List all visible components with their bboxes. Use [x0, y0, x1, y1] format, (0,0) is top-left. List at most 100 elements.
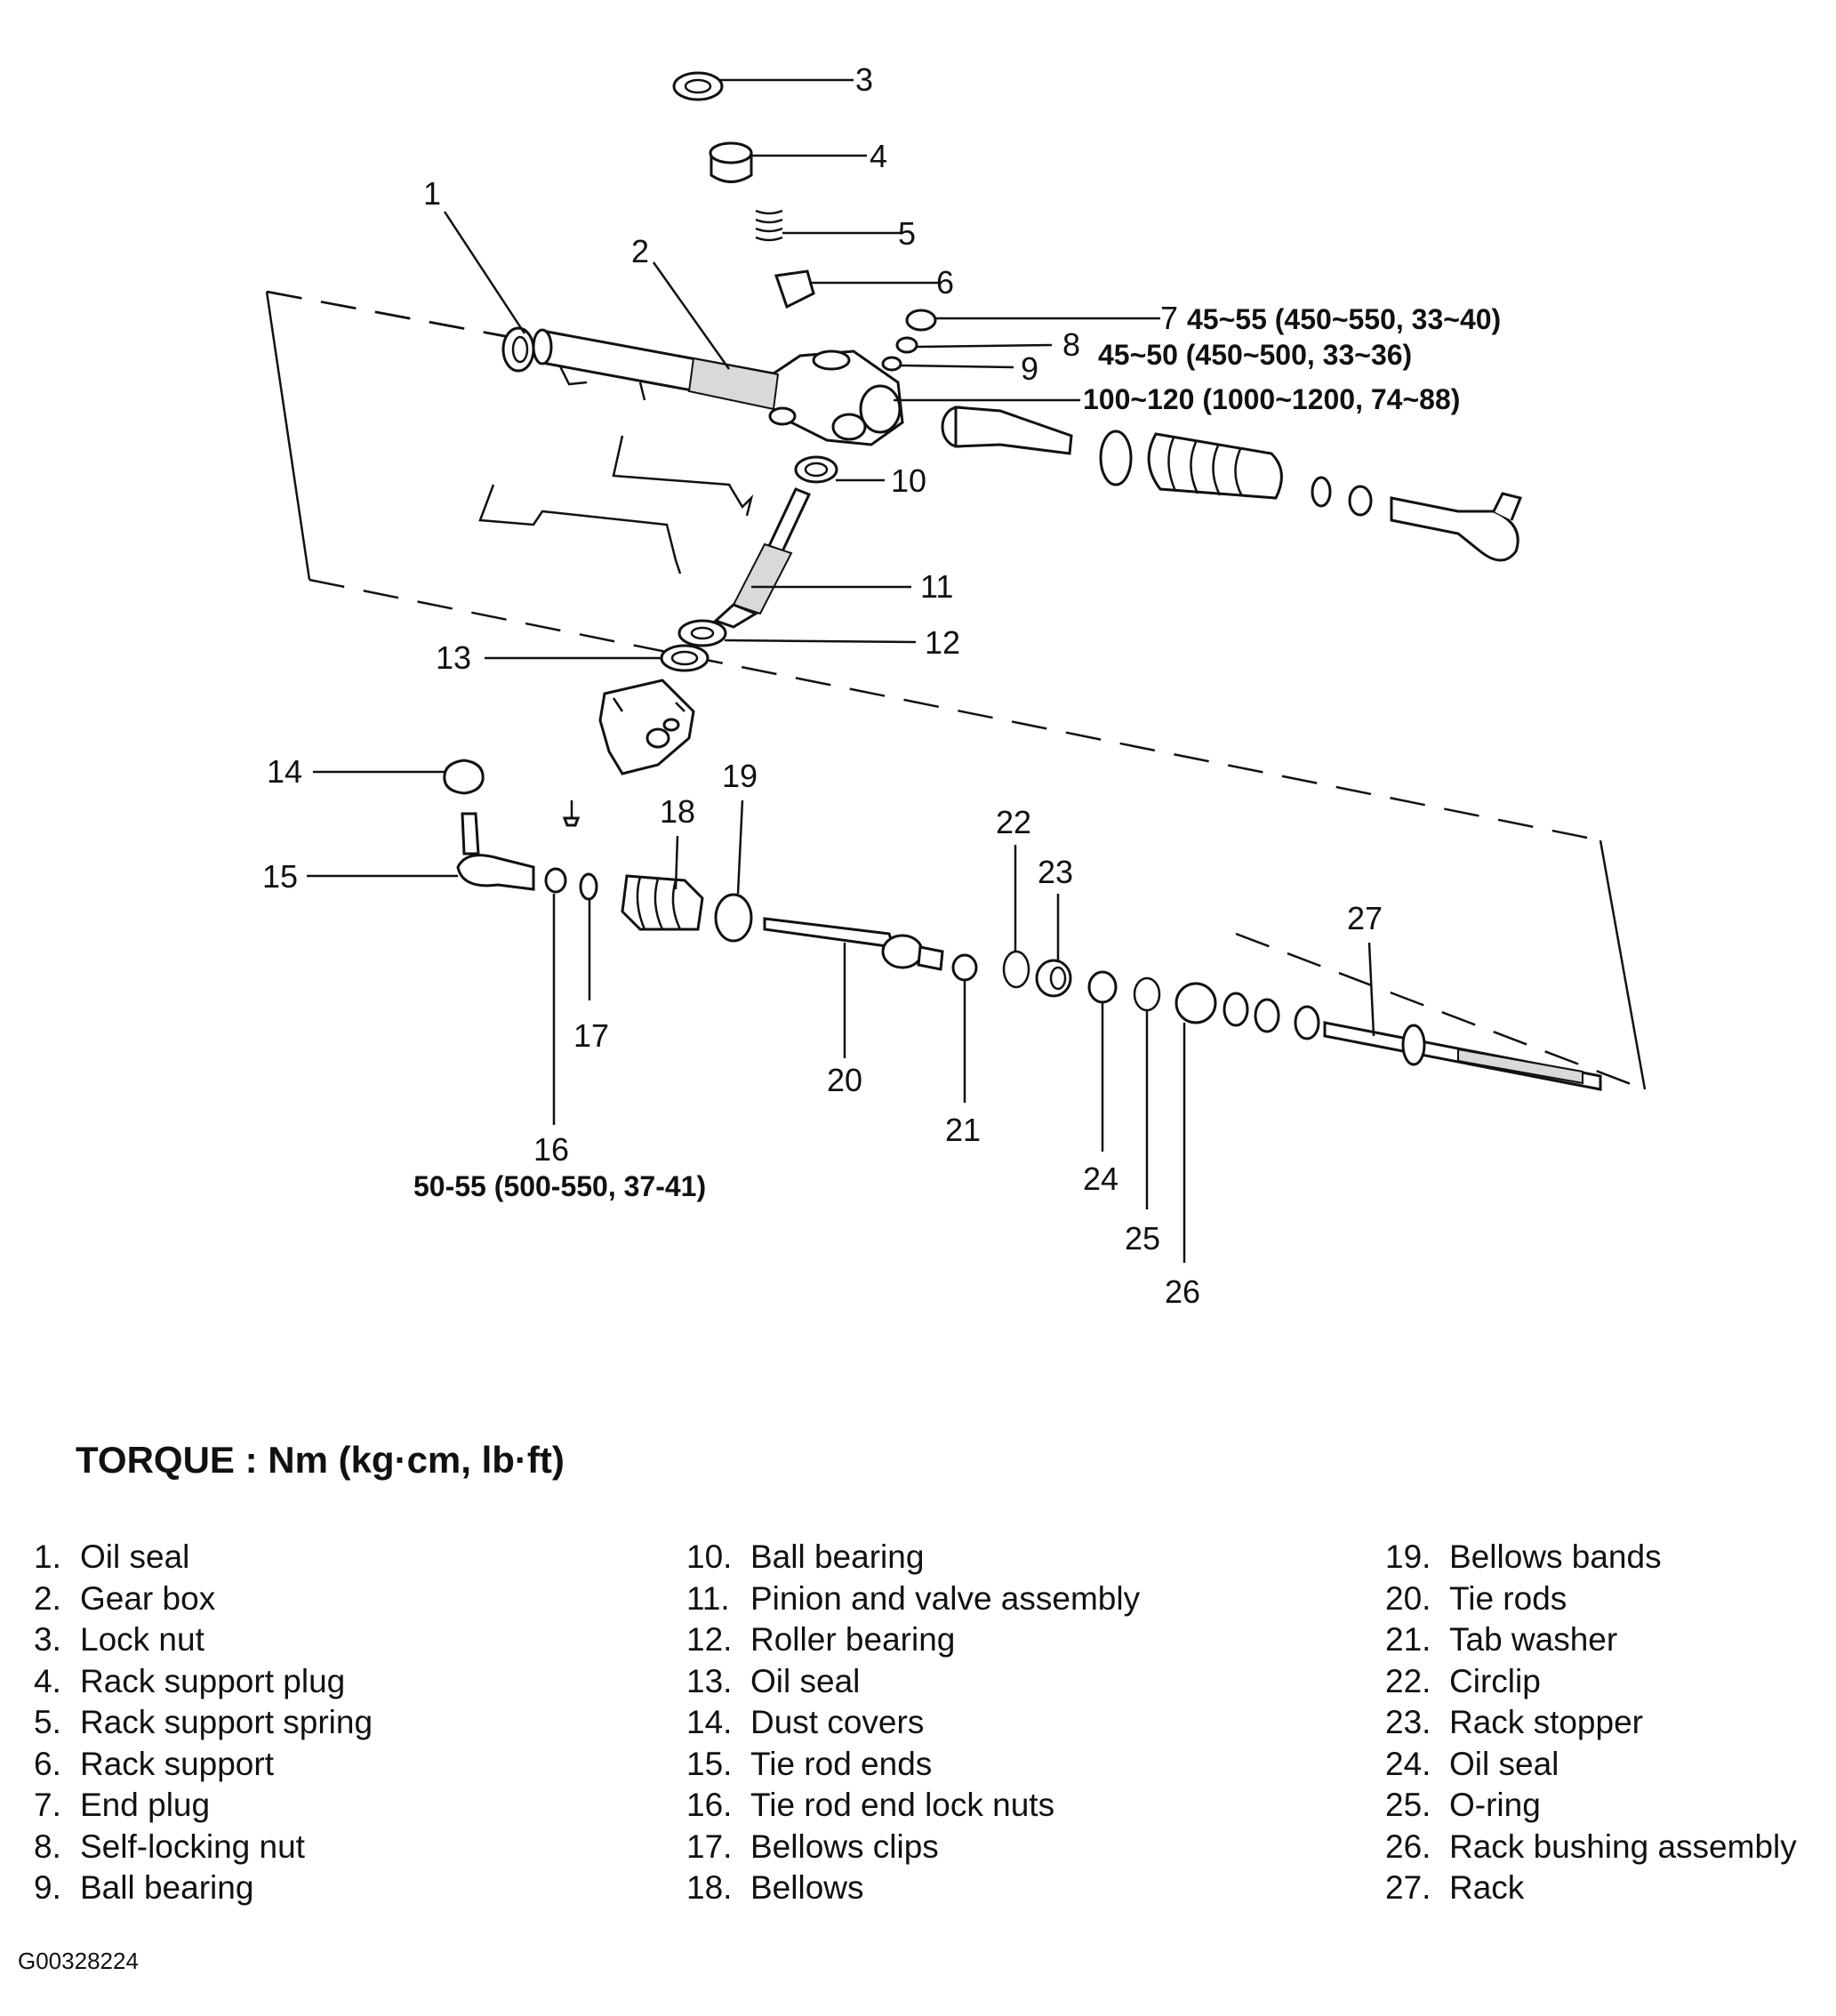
legend-item: 24.Oil seal [1385, 1745, 1559, 1782]
callout-9: 9 [1021, 350, 1038, 387]
parts-legend-column-3: 19.Bellows bands 20.Tie rods 21.Tab wash… [1385, 1537, 1797, 1909]
callout-6: 6 [936, 264, 954, 301]
callout-2: 2 [631, 233, 649, 269]
part-gear-box [532, 328, 904, 446]
part-valve-housing [598, 679, 695, 775]
part-dust-cover [443, 759, 485, 795]
part-ball-bearing-9 [881, 356, 902, 372]
assembly-outline-lower-right [1235, 932, 1646, 1091]
part-end-plug [905, 309, 937, 332]
part-self-locking-nut [895, 336, 918, 354]
leader-lines [307, 78, 1375, 1263]
legend-item: 26.Rack bushing assembly [1385, 1827, 1797, 1865]
part-tab-washer [951, 953, 978, 982]
callout-21: 21 [945, 1112, 981, 1148]
callout-22: 22 [996, 804, 1031, 840]
legend-item: 1.Oil seal [34, 1538, 190, 1575]
part-rack-support-spring [755, 209, 783, 242]
callout-5: 5 [898, 215, 916, 252]
legend-item: 18.Bellows [686, 1869, 864, 1906]
part-lock-nut-right [1348, 485, 1373, 517]
part-pinion-valve-assembly [713, 487, 812, 629]
legend-item: 3.Lock nut [34, 1621, 204, 1658]
callout-11: 11 [920, 568, 953, 605]
torque-heading: TORQUE : Nm (kg·cm, lb·ft) [76, 1439, 565, 1481]
callout-25: 25 [1125, 1220, 1160, 1257]
callout-4: 4 [870, 138, 887, 174]
torque-spec-tie-rod-end-lock-nut: 50-55 (500-550, 37-41) [413, 1170, 706, 1202]
legend-item: 14.Dust covers [686, 1704, 925, 1740]
legend-item: 20.Tie rods [1385, 1579, 1567, 1617]
legend-item: 21.Tab washer [1385, 1621, 1618, 1658]
assembly-outline-right [1599, 839, 1647, 1090]
callout-14: 14 [267, 753, 302, 790]
legend-item: 4.Rack support plug [34, 1662, 346, 1699]
part-oil-seal-24 [1087, 970, 1118, 1004]
callout-23: 23 [1038, 854, 1073, 890]
legend-item: 9.Ball bearing [34, 1869, 254, 1906]
parts-legend-column-2: 10.Ball bearing 11.Pinion and valve asse… [686, 1537, 1140, 1909]
torque-spec-gear-box-fitting: 100~120 (1000~1200, 74~88) [1083, 383, 1460, 415]
callout-15: 15 [262, 858, 298, 895]
legend-item: 22.Circlip [1385, 1662, 1541, 1699]
legend-item: 6.Rack support [34, 1745, 274, 1782]
legend-item: 17.Bellows clips [686, 1827, 939, 1865]
legend-item: 5.Rack support spring [34, 1704, 373, 1740]
callout-16: 16 [533, 1131, 569, 1168]
part-feed-line-lower [478, 484, 682, 574]
legend-item: 16.Tie rod end lock nuts [686, 1787, 1055, 1823]
part-lock-nut [672, 71, 724, 101]
callout-18: 18 [660, 793, 695, 830]
part-tie-rod-right [941, 406, 1073, 455]
part-oil-seal-1 [501, 326, 535, 373]
parts-legend-column-1: 1.Oil seal 2.Gear box 3.Lock nut 4.Rack … [34, 1537, 373, 1909]
part-bellows-clip-left [579, 872, 598, 901]
part-rack-bushing-assembly [1175, 982, 1320, 1040]
callout-3: 3 [855, 61, 873, 98]
part-bellows-right [1147, 432, 1283, 500]
part-circlip [1002, 950, 1030, 989]
part-tie-rod-left [763, 917, 944, 971]
legend-item: 11.Pinion and valve assembly [686, 1579, 1141, 1617]
callout-12: 12 [925, 624, 960, 661]
legend-item: 12.Roller bearing [686, 1621, 956, 1658]
callout-27: 27 [1347, 900, 1383, 936]
exploded-parts-diagram: 1 2 3 4 5 6 7 8 9 10 11 12 13 14 15 16 1… [262, 61, 1647, 1310]
part-oil-seal-13 [660, 644, 710, 672]
part-bellows-clip-right [1311, 476, 1332, 508]
legend-item: 8.Self-locking nut [34, 1827, 305, 1865]
part-lock-nut-left [544, 867, 567, 894]
part-rack-support-plug [709, 141, 753, 183]
part-tie-rod-end-right [1390, 492, 1523, 562]
part-roller-bearing [677, 619, 727, 647]
part-ball-bearing-10 [794, 455, 838, 484]
part-bolt [562, 800, 581, 827]
callout-13: 13 [436, 639, 471, 676]
figure-id: G00328224 [18, 1948, 139, 1974]
legend-item: 19.Bellows bands [1385, 1538, 1662, 1575]
part-o-ring [1133, 976, 1161, 1012]
legend-item: 10.Ball bearing [686, 1538, 925, 1575]
legend-item: 27.Rack [1385, 1869, 1525, 1906]
part-rack-support [774, 269, 815, 309]
legend-item: 7.End plug [34, 1787, 211, 1823]
callout-19: 19 [722, 758, 758, 794]
callout-26: 26 [1165, 1273, 1200, 1310]
callout-10: 10 [891, 462, 926, 499]
legend-item: 15.Tie rod ends [686, 1745, 933, 1782]
legend-item: 13.Oil seal [686, 1662, 861, 1699]
legend-item: 23.Rack stopper [1385, 1704, 1643, 1740]
part-rack [1323, 1021, 1602, 1091]
part-bellows-left [621, 874, 704, 931]
callout-17: 17 [573, 1017, 609, 1054]
part-bellows-band-left [714, 893, 753, 943]
part-feed-line-upper [612, 435, 754, 517]
callout-8: 8 [1062, 326, 1080, 363]
legend-item: 2.Gear box [34, 1579, 216, 1617]
callout-20: 20 [827, 1062, 862, 1098]
part-tie-rod-end-left [456, 812, 535, 891]
callout-1: 1 [423, 175, 441, 212]
torque-spec-self-locking-nut: 45~50 (450~500, 33~36) [1098, 339, 1412, 371]
assembly-outline-bottom [309, 578, 1601, 842]
part-bellows-band-right [1099, 430, 1133, 486]
